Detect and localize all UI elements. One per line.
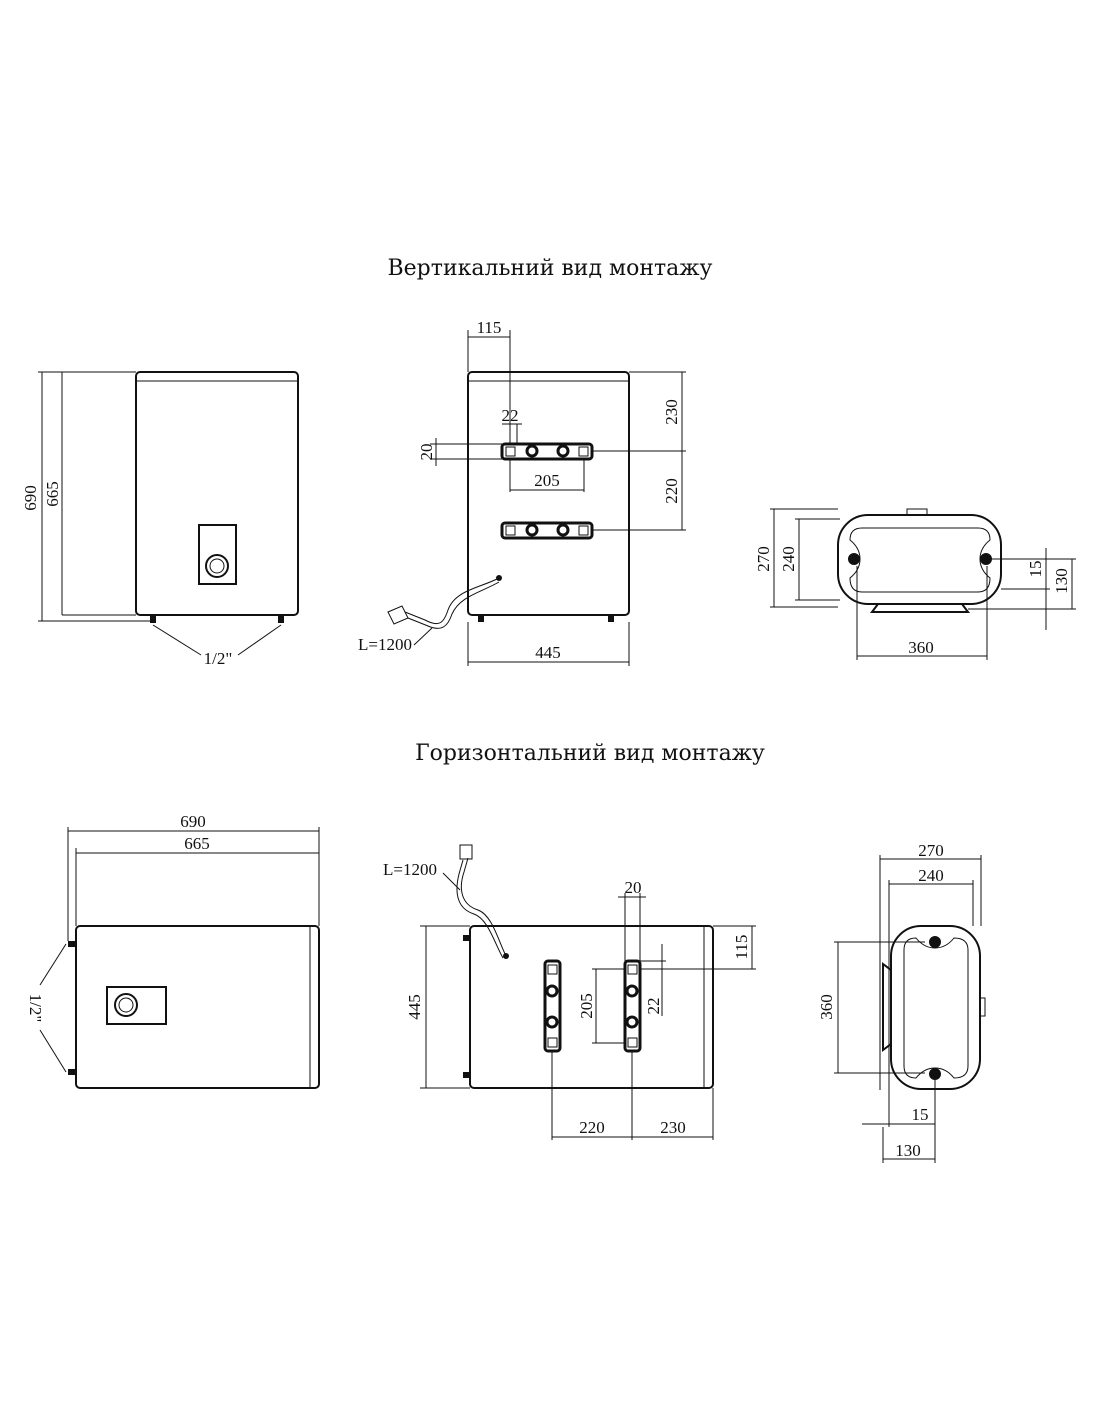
dim-205: 205 bbox=[534, 471, 560, 490]
dim-690-h: 690 bbox=[180, 812, 206, 831]
thermostat-knob bbox=[205, 554, 229, 578]
heater-body-side bbox=[467, 371, 630, 616]
heater-body-h-side bbox=[469, 925, 714, 1089]
dim-445-h: 445 bbox=[405, 994, 424, 1020]
horizontal-side-view: 20 115 22 205 445 220 230 L=1200 bbox=[383, 844, 756, 1140]
dim-20-h: 20 bbox=[625, 878, 642, 897]
dim-240-h: 240 bbox=[918, 866, 944, 885]
horizontal-front-view: 690 665 1/2" bbox=[26, 812, 320, 1089]
horizontal-top-view: 270 240 360 15 130 bbox=[817, 841, 986, 1163]
dim-15-h: 15 bbox=[912, 1105, 929, 1124]
dim-130-h: 130 bbox=[895, 1141, 921, 1160]
dim-20: 20 bbox=[417, 444, 436, 461]
dim-270: 270 bbox=[754, 546, 773, 572]
pipe-left bbox=[150, 615, 156, 623]
vertical-front-view: 690 665 1/2" bbox=[21, 371, 299, 668]
dim-690: 690 bbox=[21, 485, 40, 511]
pipe-right bbox=[278, 615, 284, 623]
dim-115-h: 115 bbox=[732, 935, 751, 960]
dim-230: 230 bbox=[662, 399, 681, 425]
plug-icon-h bbox=[459, 844, 473, 860]
dim-360: 360 bbox=[908, 638, 934, 657]
dim-360-h: 360 bbox=[817, 994, 836, 1020]
heater-body bbox=[135, 371, 299, 616]
dim-pipe-thread: 1/2" bbox=[204, 649, 233, 668]
dim-665-h: 665 bbox=[184, 834, 210, 853]
dim-22-h: 22 bbox=[644, 998, 663, 1015]
dim-205-h: 205 bbox=[577, 993, 596, 1019]
cable-length: L=1200 bbox=[358, 635, 412, 654]
dim-115: 115 bbox=[477, 318, 502, 337]
dim-130: 130 bbox=[1052, 568, 1071, 594]
dim-270-h: 270 bbox=[918, 841, 944, 860]
vertical-mount-title: Вертикальний вид монтажу bbox=[387, 256, 713, 281]
dim-220-h: 220 bbox=[579, 1118, 605, 1137]
dim-240: 240 bbox=[779, 546, 798, 572]
dim-pipe-thread-h: 1/2" bbox=[26, 994, 45, 1023]
plug-icon bbox=[387, 605, 409, 625]
dim-15: 15 bbox=[1026, 561, 1045, 578]
heater-body-horizontal bbox=[75, 925, 320, 1089]
cable-length-h: L=1200 bbox=[383, 860, 437, 879]
dim-665: 665 bbox=[43, 481, 62, 507]
dim-230-h: 230 bbox=[660, 1118, 686, 1137]
horizontal-mount-title: Горизонтальний вид монтажу bbox=[415, 741, 765, 766]
dim-445: 445 bbox=[535, 643, 561, 662]
vertical-top-view: 270 240 15 130 360 bbox=[754, 508, 1076, 660]
dim-22: 22 bbox=[502, 406, 519, 425]
vertical-side-view: 115 22 20 205 230 220 L=1200 445 bbox=[358, 318, 686, 666]
dim-220: 220 bbox=[662, 478, 681, 504]
